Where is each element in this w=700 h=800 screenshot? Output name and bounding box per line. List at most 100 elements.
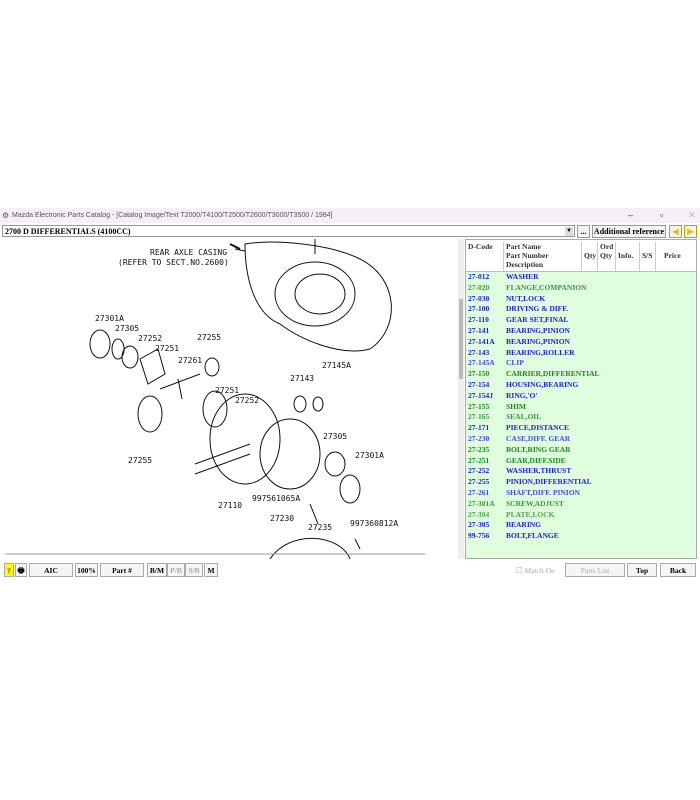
diagram-label[interactable]: 27261 xyxy=(178,356,202,365)
d-code: 27-171 xyxy=(468,423,490,433)
aic-button[interactable]: AIC xyxy=(29,563,73,577)
title-bar: ⚙ Mazda Electronic Parts Catalog - [Cata… xyxy=(0,208,700,223)
pb-button[interactable]: P/B xyxy=(167,563,185,577)
diagram-label[interactable]: 27255 xyxy=(128,456,152,465)
d-code: 27-150 xyxy=(468,369,490,379)
diagram-label[interactable]: 27301A xyxy=(95,314,124,323)
table-row[interactable]: 27-110 GEAR SET,FINAL xyxy=(468,315,568,326)
diagram-scrollbar[interactable] xyxy=(458,239,464,559)
diagram-label[interactable]: 27305 xyxy=(323,432,347,441)
part-name: BEARING,PINION xyxy=(506,326,570,335)
help-icon[interactable]: ? xyxy=(4,563,14,577)
minimize-button[interactable]: – xyxy=(628,210,634,220)
top-button[interactable]: Top xyxy=(627,563,657,577)
d-code: 27-141 xyxy=(468,326,490,335)
section-select[interactable]: 2700 D DIFFERENTIALS (4100CC)▼ xyxy=(2,225,575,237)
col-dcode[interactable]: D-Code xyxy=(468,242,493,251)
col-price[interactable]: Price xyxy=(655,242,696,271)
col-ss[interactable]: S/S xyxy=(639,242,655,271)
diagram-label[interactable]: 27252 xyxy=(138,334,162,343)
part-name: BOLT,FLANGE xyxy=(506,531,559,541)
diagram-label[interactable]: 27251 xyxy=(155,344,179,353)
diagram-label[interactable]: 997561065A xyxy=(252,494,300,503)
bottom-toolbar: ? 🖶 AIC 100% Part # B/M P/B S/B M ☐ Matc… xyxy=(0,562,700,579)
parts-diagram[interactable]: REAR AXLE CASING (REFER TO SECT.NO.2600)… xyxy=(0,239,458,559)
part-name: CARRIER,DIFFERENTIAL xyxy=(506,369,600,379)
part-name: BEARING,ROLLER xyxy=(506,347,575,357)
d-code: 27-110 xyxy=(468,315,489,325)
next-arrow-icon[interactable]: ▶ xyxy=(684,225,697,238)
part-name: FLANGE,COMPANION xyxy=(506,282,587,292)
part-name: BEARING,PINION xyxy=(506,336,570,346)
m-button[interactable]: M xyxy=(204,563,218,577)
diagram-label[interactable]: 27305 xyxy=(115,324,139,333)
part-name: HOUSING,BEARING xyxy=(506,380,579,389)
diagram-label[interactable]: 27235 xyxy=(308,523,332,532)
table-row[interactable]: 27-171 PIECE,DISTANCE xyxy=(468,423,569,434)
diagram-label[interactable]: 27252 xyxy=(235,396,259,405)
diagram-label[interactable]: 27301A xyxy=(355,451,384,460)
part-name: SEAL,OIL xyxy=(506,412,542,422)
diagram-label[interactable]: 27255 xyxy=(197,333,221,342)
restore-button[interactable]: ▫ xyxy=(660,210,664,220)
part-name: BOLT,RING GEAR xyxy=(506,444,571,454)
d-code: 27-145A xyxy=(468,358,495,368)
prev-arrow-icon[interactable]: ◀ xyxy=(669,225,682,238)
diagram-label[interactable]: 27251 xyxy=(215,386,239,395)
match-on-checkbox[interactable]: ☐ Match On xyxy=(516,566,555,575)
d-code: 27-301A xyxy=(468,498,495,508)
diagram-label: (REFER TO SECT.NO.2600) xyxy=(118,258,229,267)
part-name: GEAR SET,FINAL xyxy=(506,315,569,325)
diagram-label[interactable]: 27110 xyxy=(218,501,242,510)
diagram-label[interactable]: 27145A xyxy=(322,361,351,370)
close-button[interactable]: ✕ xyxy=(688,210,696,220)
additional-reference-button[interactable]: Additional reference xyxy=(592,225,666,238)
diagram-label[interactable]: 27230 xyxy=(270,514,294,523)
d-code: 27-141A xyxy=(468,336,495,346)
back-button[interactable]: Back xyxy=(660,563,696,577)
table-row[interactable]: 27-150 CARRIER,DIFFERENTIAL xyxy=(468,369,600,380)
part-name: PIECE,DISTANCE xyxy=(506,423,569,433)
parts-list-button[interactable]: Parts List xyxy=(565,563,625,577)
col-info[interactable]: Info. xyxy=(615,242,639,271)
zoom-button[interactable]: 100% xyxy=(75,563,98,577)
diagram-label[interactable]: 997360812A xyxy=(350,519,398,528)
more-button[interactable]: ... xyxy=(577,225,590,238)
checkbox-icon[interactable]: ☐ xyxy=(516,566,523,575)
diagram-label[interactable]: 27143 xyxy=(290,374,314,383)
table-row[interactable]: 27-141A BEARING,PINION xyxy=(468,337,570,348)
scrollbar-thumb[interactable] xyxy=(459,299,463,379)
part-number-button[interactable]: Part # xyxy=(100,563,144,577)
table-row[interactable]: 27-141 BEARING,PINION xyxy=(468,326,570,337)
diagram-drawing: REAR AXLE CASING (REFER TO SECT.NO.2600)… xyxy=(5,239,425,559)
chevron-down-icon[interactable]: ▼ xyxy=(565,227,573,236)
col-qty[interactable]: Qty xyxy=(581,242,597,271)
bm-button[interactable]: B/M xyxy=(147,563,167,577)
print-icon[interactable]: 🖶 xyxy=(15,563,27,577)
sb-button[interactable]: S/B xyxy=(185,563,203,577)
part-name: DRIVING & DIFF. xyxy=(506,304,569,314)
